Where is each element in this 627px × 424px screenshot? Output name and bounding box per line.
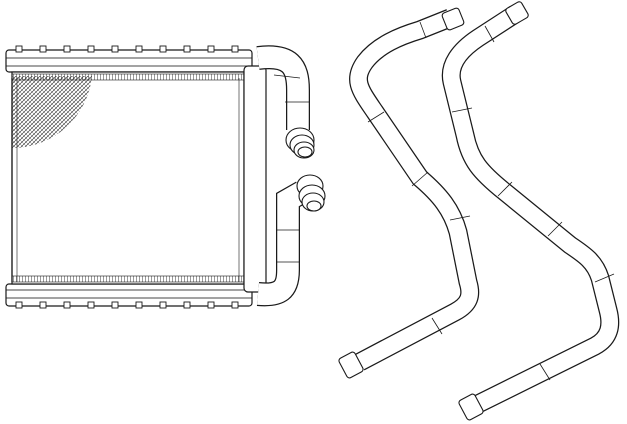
side-tank [243, 65, 267, 293]
hatched-fin-area [12, 76, 92, 149]
hose-right-end-fitting [458, 1, 529, 421]
tank-clips [15, 45, 239, 309]
inlet-nozzle [285, 127, 315, 159]
core-pipe-upper [256, 45, 310, 130]
hose-right [441, 1, 620, 421]
hose-left-end-fitting [338, 7, 465, 379]
hose-left [338, 7, 480, 379]
core-pipe-lower [256, 181, 308, 307]
heater-core [5, 45, 267, 309]
top-tank [5, 49, 253, 73]
outlet-nozzle [296, 174, 326, 212]
